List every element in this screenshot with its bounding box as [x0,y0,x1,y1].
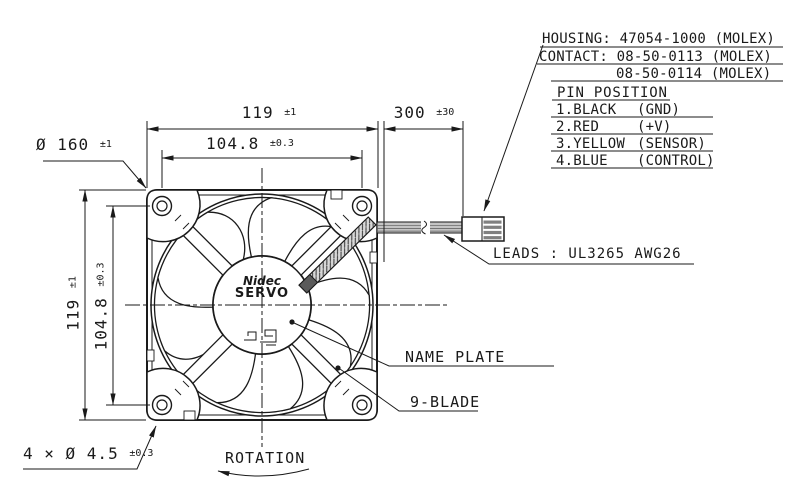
pin-row-function: (CONTROL) [637,153,715,169]
lead-wire-internal [298,216,377,294]
pin-row-name: 3.YELLOW [556,136,626,152]
dimension-height-outer: 119 ±1 [63,276,83,331]
contact-spec: CONTACT: 08-50-0113 (MOLEX) [539,49,772,65]
dimension-height-inner: 104.8 ±0.3 [91,262,111,351]
leads-spec: LEADS : UL3265 AWG26 [493,246,682,262]
pad-mold-marks [146,189,378,421]
lead-wire-external [376,220,463,235]
leader-lines [23,44,783,477]
dimension-width-outer: 119 ±1 [241,103,297,122]
dimension-lead-length: 300 ±30 [393,103,455,122]
pin-row-function: (SENSOR) [637,136,707,152]
brand-nidec: Nidec [243,274,281,288]
pin-row-name: 4.BLUE [556,153,608,169]
connector-pins [483,220,502,240]
dimension-flange-diameter: Ø 160 ±1 [36,135,112,154]
callout-9-blade: 9-BLADE [410,393,481,411]
brand-servo: SERVO [234,286,290,301]
mounting-holes [151,195,373,416]
hub-logo-mark [244,329,277,346]
dimension-mounting-holes: 4 × Ø 4.5 ±0.3 [23,444,154,463]
pin-row-function: (GND) [637,102,681,118]
leader-dots [289,319,341,371]
hub-brand-label: Nidec SERVO [222,274,302,301]
centerlines [125,168,450,447]
pin-row-function: (+V) [637,119,672,135]
pin-row-name: 2.RED [556,119,600,135]
housing-spec: HOUSING: 47054-1000 (MOLEX) [542,31,775,47]
wire-break-symbol [421,220,430,235]
connector [461,216,505,242]
dimension-lines [79,121,464,421]
pin-position-title: PIN POSITION [557,85,668,101]
dimension-width-inner: 104.8 ±0.3 [206,134,294,153]
callout-name-plate: NAME PLATE [405,348,506,366]
rotation-arrow [217,468,310,477]
contact-spec-2: 08-50-0114 (MOLEX) [616,66,772,82]
callout-rotation: ROTATION [225,449,306,467]
pin-row-name: 1.BLACK [556,102,617,118]
